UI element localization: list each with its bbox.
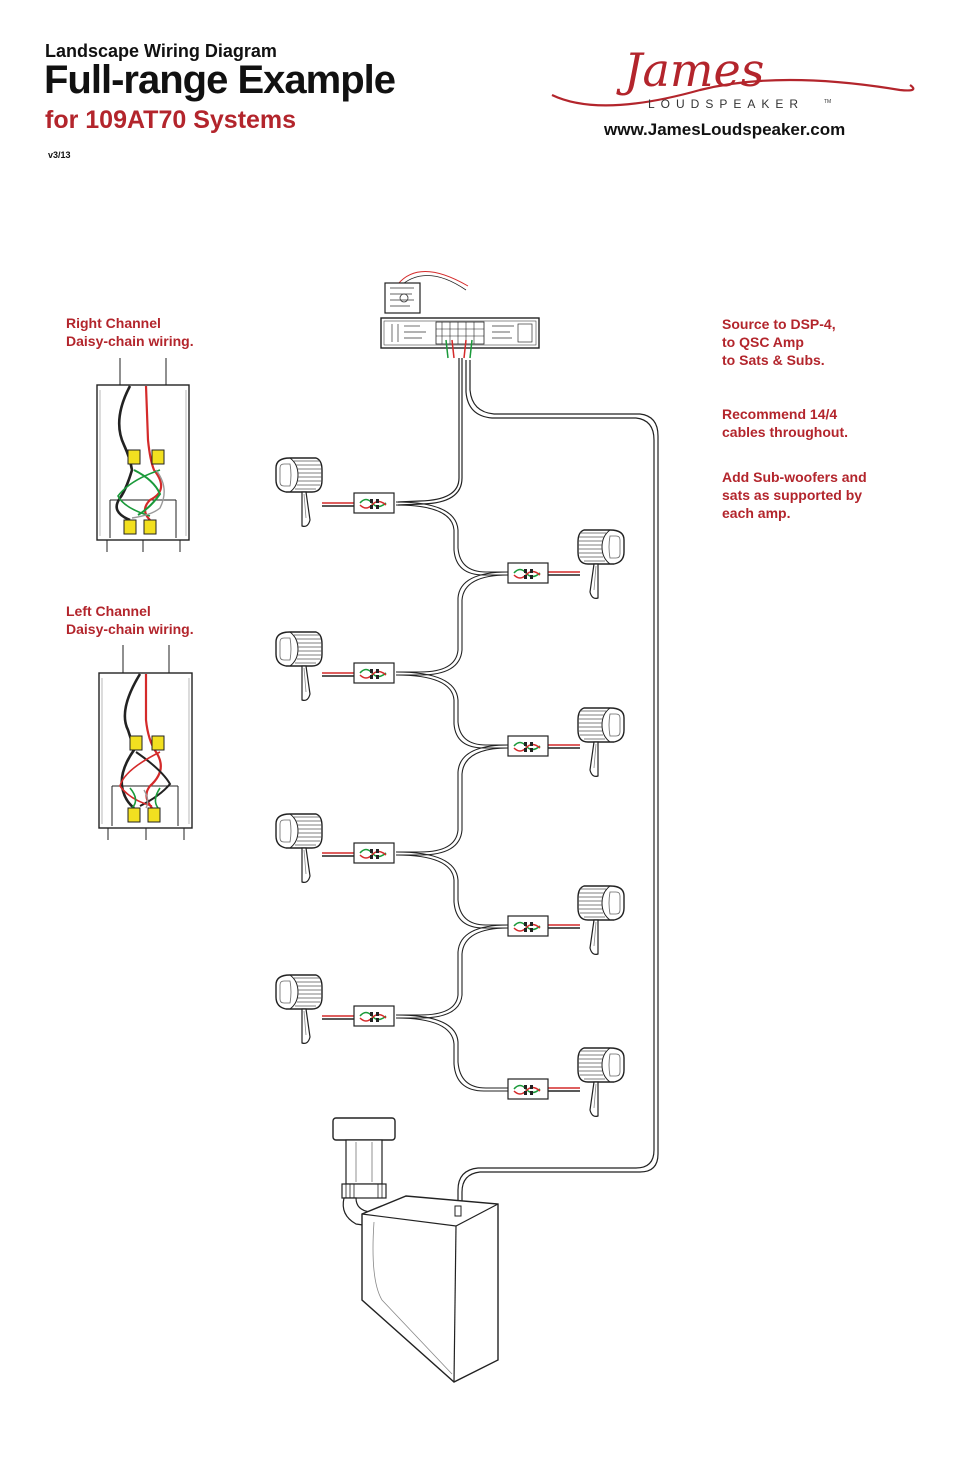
speaker-cable (397, 358, 659, 1210)
website-url[interactable]: www.JamesLoudspeaker.com (604, 120, 846, 139)
right-channel-note: Right Channel Daisy-chain wiring. (66, 314, 194, 350)
expansion-note-line: Add Sub-woofers and (722, 469, 867, 485)
cable-note-line: cables throughout. (722, 424, 848, 440)
subwoofer-icon (332, 1117, 499, 1383)
left-channel-note: Left Channel Daisy-chain wiring. (66, 602, 194, 638)
diagram-title-systems: for 109AT70 Systems (45, 106, 297, 134)
daisy-chain-cable (395, 501, 509, 1092)
james-logo: James LOUDSPEAKER TM (551, 43, 915, 111)
right-channel-note-line: Daisy-chain wiring. (66, 333, 194, 349)
expansion-note-line: sats as supported by (722, 487, 863, 503)
logo-script: James (616, 43, 764, 97)
right-channel-wiring-box (96, 358, 190, 552)
satellite-speaker-icon (275, 457, 625, 1118)
right-channel-note-line: Right Channel (66, 315, 161, 331)
cable-recommendation-note: Recommend 14/4 cables throughout. (722, 405, 848, 441)
left-channel-note-line: Daisy-chain wiring. (66, 621, 194, 637)
version-label: v3/13 (48, 150, 71, 160)
signal-path-note-line: to QSC Amp (722, 334, 804, 350)
expansion-note: Add Sub-woofers and sats as supported by… (722, 468, 867, 522)
speaker-lead (322, 502, 580, 1092)
left-channel-note-line: Left Channel (66, 603, 151, 619)
diagram-title: Full-range Example (44, 58, 396, 102)
amplifier-icon (380, 317, 540, 359)
left-channel-wiring-box (98, 645, 193, 840)
signal-path-note-line: to Sats & Subs. (722, 352, 825, 368)
expansion-note-line: each amp. (722, 505, 791, 521)
dsp-unit-icon (384, 271, 469, 314)
cable-note-line: Recommend 14/4 (722, 406, 838, 422)
logo-trademark: TM (824, 99, 831, 105)
diagram-subtitle: Landscape Wiring Diagram (45, 41, 277, 61)
signal-path-note: Source to DSP-4, to QSC Amp to Sats & Su… (722, 315, 836, 369)
logo-loudspeaker: LOUDSPEAKER (648, 97, 804, 111)
signal-path-note-line: Source to DSP-4, (722, 316, 836, 332)
